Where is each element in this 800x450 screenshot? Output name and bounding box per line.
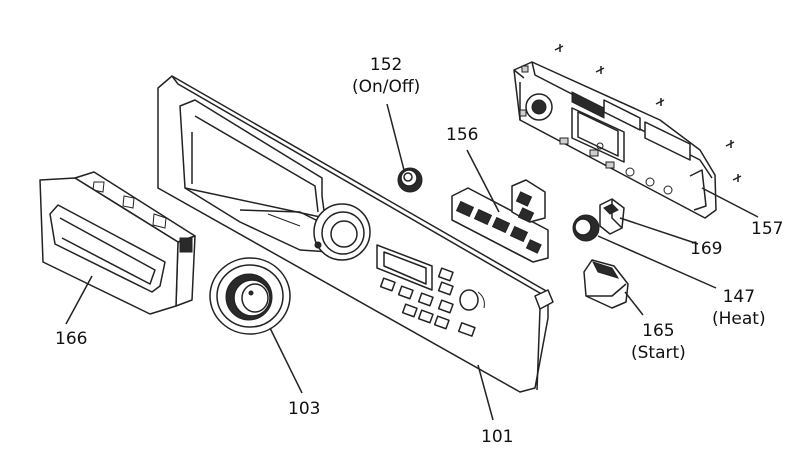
leader-103 [269, 327, 303, 394]
callout-103-number: 103 [288, 399, 321, 419]
leader-lines [65, 103, 759, 421]
callout-103: 103 [288, 398, 320, 420]
leader-147 [597, 235, 717, 289]
leader-169 [619, 217, 699, 245]
part-156-keypad [451, 179, 549, 263]
callout-165: 165 (Start) [631, 320, 686, 364]
leader-165 [624, 291, 644, 316]
part-157-control-board [513, 44, 742, 219]
leader-166 [65, 275, 93, 325]
callout-166-number: 166 [55, 329, 88, 349]
callout-156: 156 [446, 124, 478, 146]
callout-157: 157 [751, 218, 783, 240]
callout-101-number: 101 [481, 427, 514, 447]
leader-152 [386, 103, 405, 171]
callout-157-number: 157 [751, 219, 784, 239]
leader-156 [466, 149, 500, 213]
part-147-heat-button [572, 214, 600, 242]
part-101-fascia-panel [157, 75, 554, 393]
callout-169: 169 [690, 238, 722, 260]
callout-152: 152 (On/Off) [352, 54, 420, 98]
part-103-selector-knob [209, 257, 291, 335]
callout-165-sub: (Start) [631, 343, 686, 363]
callout-156-number: 156 [446, 125, 479, 145]
callout-147-number: 147 [722, 287, 756, 307]
callout-169-number: 169 [690, 239, 723, 259]
part-165-start-switch [583, 259, 629, 309]
callout-166: 166 [55, 328, 87, 350]
leader-157 [701, 187, 759, 218]
callout-101: 101 [481, 426, 513, 448]
part-169-switch [599, 198, 625, 235]
callout-152-sub: (On/Off) [352, 77, 421, 97]
callout-165-number: 165 [642, 321, 675, 341]
part-166-dispenser-drawer [39, 171, 196, 315]
callout-147-sub: (Heat) [712, 309, 766, 329]
leader-101 [477, 364, 494, 421]
callout-152-number: 152 [369, 55, 403, 75]
part-152-on-off-button [397, 167, 423, 193]
callout-147: 147 (Heat) [712, 286, 766, 330]
